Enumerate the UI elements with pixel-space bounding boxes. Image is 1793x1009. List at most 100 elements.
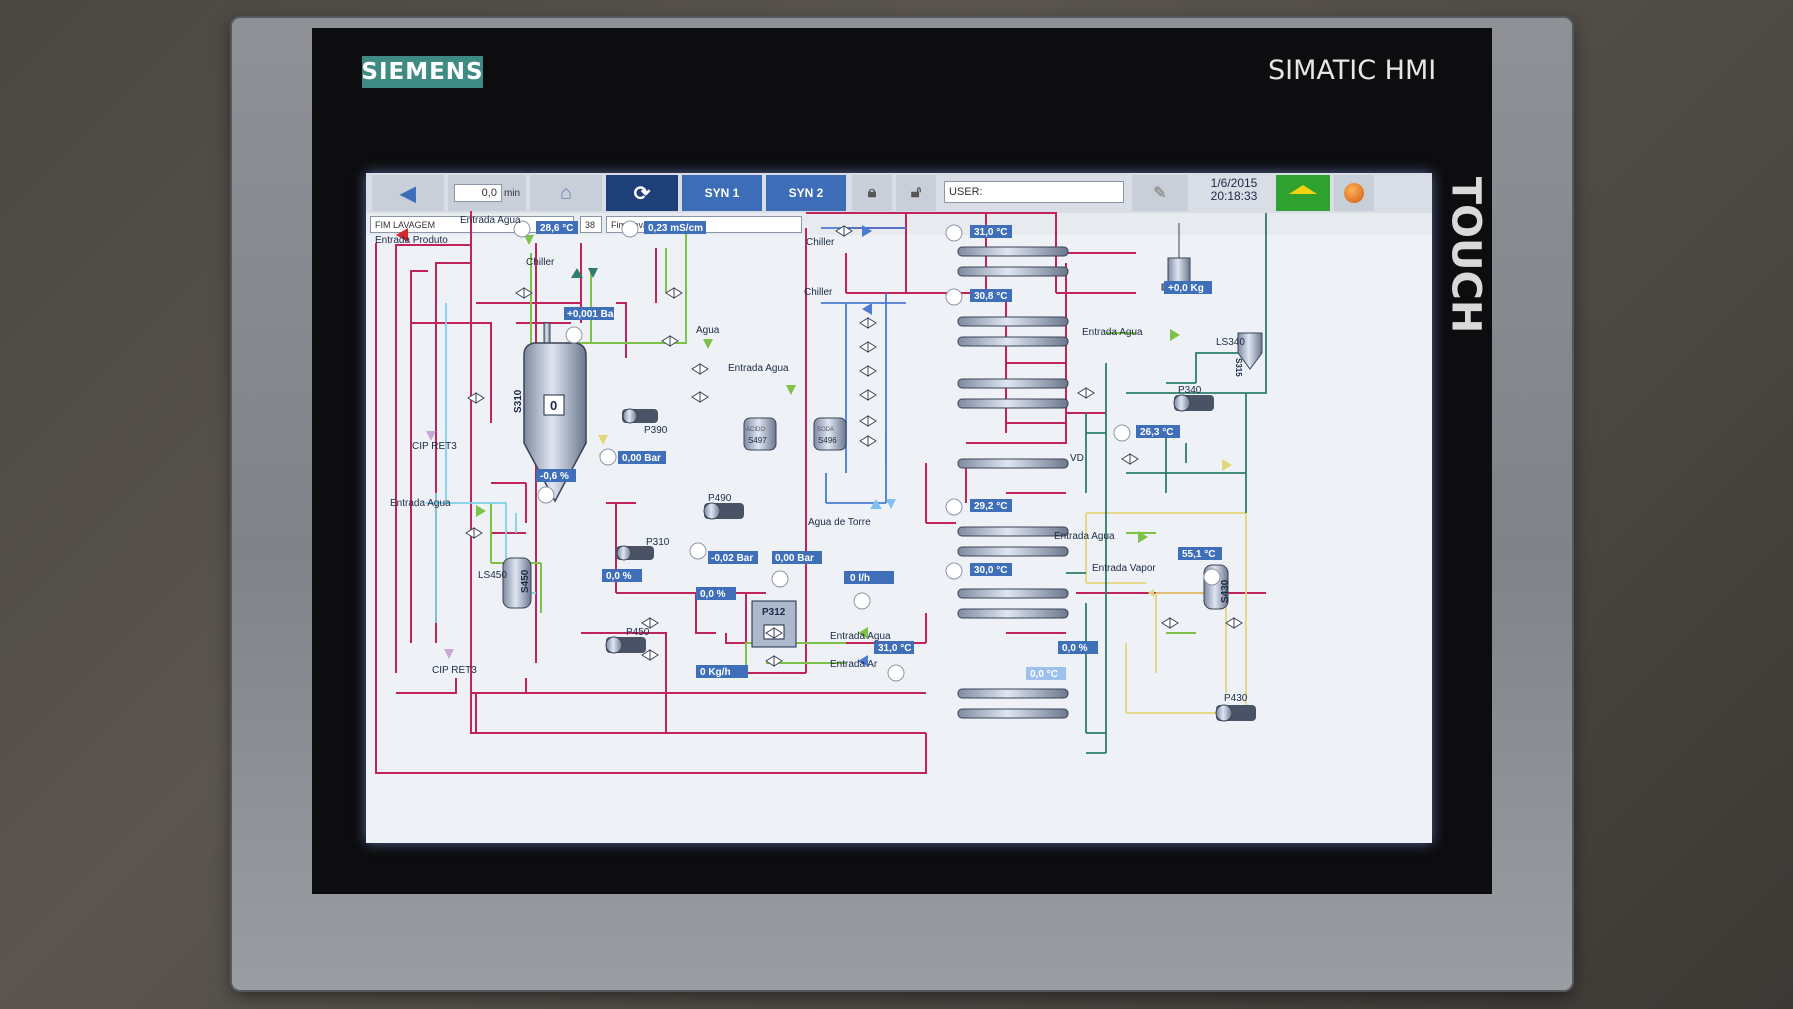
siemens-logo: SIEMENS (361, 56, 483, 88)
user-field[interactable]: USER: (944, 181, 1124, 203)
display-speed-431-value: 0,0 % (1062, 643, 1088, 654)
label-entrada-produto: Entrada Produto (375, 235, 448, 246)
valve-icon[interactable] (859, 365, 877, 377)
syn2-button[interactable]: SYN 2 (766, 175, 846, 211)
pump-p390[interactable] (622, 408, 658, 424)
display-speed-p310-value: 0,0 % (606, 571, 632, 582)
valve-icon[interactable] (691, 391, 709, 403)
arrow-right-icon (862, 225, 872, 237)
display-cond-310-value: 0,23 mS/cm (648, 223, 703, 234)
timer-unit: min (503, 187, 521, 199)
arrow-left-icon (396, 228, 408, 242)
tank-s450-tag: S450 (520, 569, 531, 593)
display-press-311c-value: 0,00 Bar (775, 553, 814, 564)
valve-icon[interactable] (515, 287, 533, 299)
display-temp-hx4: 30,0 °C (970, 563, 1012, 576)
heat-exchanger-tube (957, 398, 1069, 409)
tank-s496[interactable]: SODA S496 (813, 417, 847, 451)
label-entrada-ar: Entrada Ar (830, 659, 878, 670)
transmitter-icon (689, 542, 707, 560)
valve-icon[interactable] (641, 649, 659, 661)
tank-s310[interactable]: S310 0 (513, 322, 587, 503)
heat-exchanger-tube (957, 246, 1069, 257)
heat-exchanger-tube (957, 266, 1069, 277)
display-speed-p310: 0,0 % (602, 569, 642, 582)
valve-icon[interactable] (467, 392, 485, 404)
display-temp-343: 26,3 °C (1136, 425, 1180, 438)
valve-icon[interactable] (859, 317, 877, 329)
label-entrada-agua-6: Entrada Agua (1054, 531, 1115, 542)
tank-s497[interactable]: ÁCIDO S497 (743, 417, 777, 451)
home-button[interactable]: ⌂ (530, 175, 602, 211)
display-temp-hx2: 30,8 °C (970, 289, 1012, 302)
pump-p340-label: P340 (1178, 385, 1202, 396)
lock-button[interactable]: 🔒︎ (852, 175, 892, 211)
syn1-button[interactable]: SYN 1 (682, 175, 762, 211)
valve-icon[interactable] (691, 363, 709, 375)
display-press-311b-value: -0,02 Bar (711, 553, 753, 564)
valve-icon[interactable] (641, 617, 659, 629)
tank-s315-tag: S315 (1234, 358, 1243, 377)
transmitter-icon (1113, 424, 1131, 442)
refresh-button[interactable]: ⟳ (606, 175, 678, 211)
pump-p450[interactable] (605, 636, 646, 654)
pump-p310[interactable] (616, 545, 654, 561)
brazil-flag-icon (1289, 184, 1317, 194)
valve-icon[interactable] (661, 335, 679, 347)
label-chiller-3: Chiller (804, 287, 833, 298)
display-temp-320-value: 28,6 °C (540, 223, 573, 234)
back-button[interactable]: ◀ (372, 175, 444, 211)
label-entrada-agua-5: Entrada Agua (1082, 327, 1143, 338)
tank-s310-tag: S310 (513, 389, 524, 413)
exit-button[interactable] (1334, 175, 1374, 211)
valve-icon[interactable] (859, 389, 877, 401)
pump-p430[interactable] (1215, 704, 1256, 722)
toolbar: ◀ 0,0 min ⌂ ⟳ SYN 1 SYN 2 🔒︎ 🔓︎ USER: ✎ … (366, 173, 1432, 213)
heat-exchanger-bank (957, 246, 1069, 719)
valve-icon[interactable] (1225, 617, 1243, 629)
transmitter-icon (599, 448, 617, 466)
valve-icon[interactable] (859, 415, 877, 427)
valve-icon[interactable] (835, 225, 853, 237)
pump-p490[interactable] (703, 502, 744, 520)
unlock-button[interactable]: 🔓︎ (896, 175, 936, 211)
level-switch-ls340: LS340 (1216, 337, 1245, 348)
valve-icon[interactable] (765, 655, 783, 667)
label-vd: VD (1070, 453, 1084, 464)
valve-icon[interactable] (1121, 453, 1139, 465)
valve-icon[interactable] (1161, 617, 1179, 629)
valve-icon[interactable] (859, 341, 877, 353)
timer-input[interactable]: 0,0 (453, 184, 502, 202)
display-weight-309-value: +0,0 Kg (1168, 283, 1204, 294)
touch-label: TOUCH (1440, 170, 1490, 340)
transmitter-icon (887, 664, 905, 682)
transmitter-icon (945, 562, 963, 580)
valve-icon[interactable] (1077, 387, 1095, 399)
language-flag-button[interactable] (1276, 175, 1330, 211)
heat-exchanger-tube (957, 316, 1069, 327)
display-temp-430-value: 55,1 °C (1182, 549, 1215, 560)
help-button[interactable]: ✎ (1132, 175, 1188, 211)
heat-exchanger-tube (957, 378, 1069, 389)
pump-p340[interactable] (1173, 394, 1214, 412)
heat-exchanger-tube (957, 458, 1069, 469)
tank-s496-name: SODA (817, 427, 834, 433)
arrow-down-icon (524, 235, 534, 245)
arrow-right-icon (476, 505, 486, 517)
display-level-s310-value: -0,6 % (540, 471, 569, 482)
date-text: 1/6/2015 (1210, 176, 1258, 190)
pump-p312[interactable] (751, 600, 797, 648)
label-entrada-agua-3: Entrada Agua (390, 498, 451, 509)
valve-icon[interactable] (465, 527, 483, 539)
touch-label-text: TOUCH (1442, 176, 1489, 334)
tank-s450[interactable]: S450 (502, 557, 532, 609)
process-diagram: S310 0 S450 ÁCIDO S497 SODA S496 S430 (375, 211, 1267, 774)
display-press-s310: +0,001 Bar (564, 307, 617, 320)
tank-s497-tag: S497 (748, 436, 767, 445)
tank-s315[interactable]: S315 (1234, 332, 1263, 377)
display-press-311a-value: 0,00 Bar (622, 453, 661, 464)
valve-icon[interactable] (765, 627, 783, 639)
valve-icon[interactable] (665, 287, 683, 299)
valve-icon[interactable] (859, 435, 877, 447)
display-temp-320: 28,6 °C (536, 221, 578, 234)
